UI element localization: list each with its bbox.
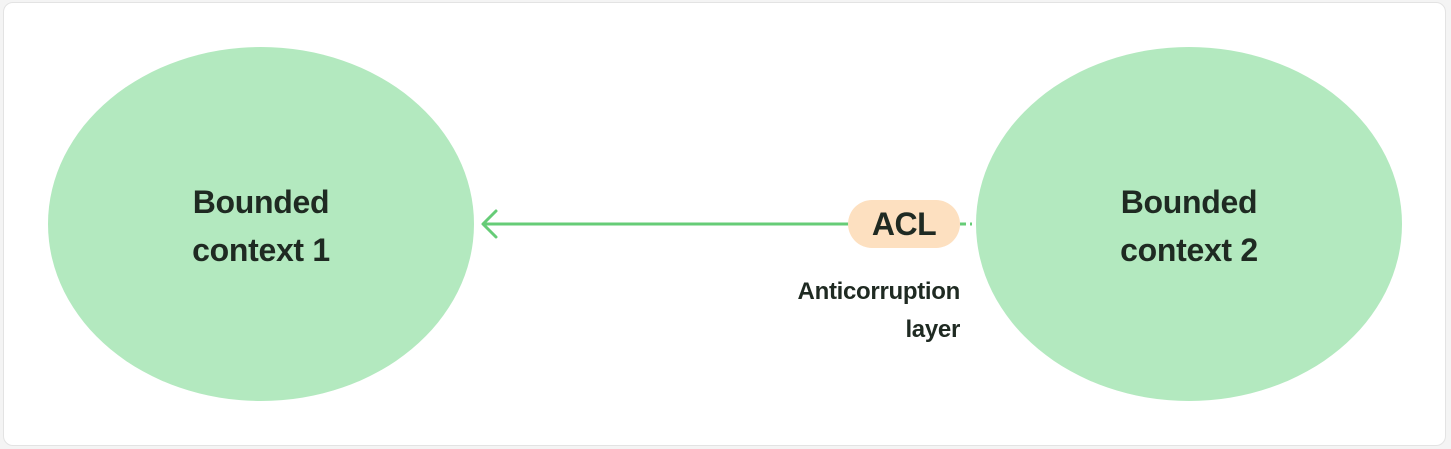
acl-caption-line1: Anticorruption xyxy=(797,278,961,305)
bounded-context-1-line1: Bounded xyxy=(192,184,330,220)
bounded-context-1-label: Bounded context 1 xyxy=(131,178,391,274)
arrow-head-icon xyxy=(481,209,498,239)
bounded-context-1-line2: context 1 xyxy=(192,232,330,268)
bounded-context-2-label: Bounded context 2 xyxy=(1059,178,1319,274)
acl-badge: ACL xyxy=(848,200,960,248)
acl-caption-line2: layer xyxy=(905,316,960,343)
bounded-context-2-ellipse xyxy=(976,47,1402,401)
bounded-context-2-line2: context 2 xyxy=(1120,232,1258,268)
bounded-context-2-line1: Bounded xyxy=(1120,184,1258,220)
bounded-context-1-ellipse xyxy=(48,47,474,401)
acl-caption: Anticorruption layer xyxy=(740,273,961,349)
